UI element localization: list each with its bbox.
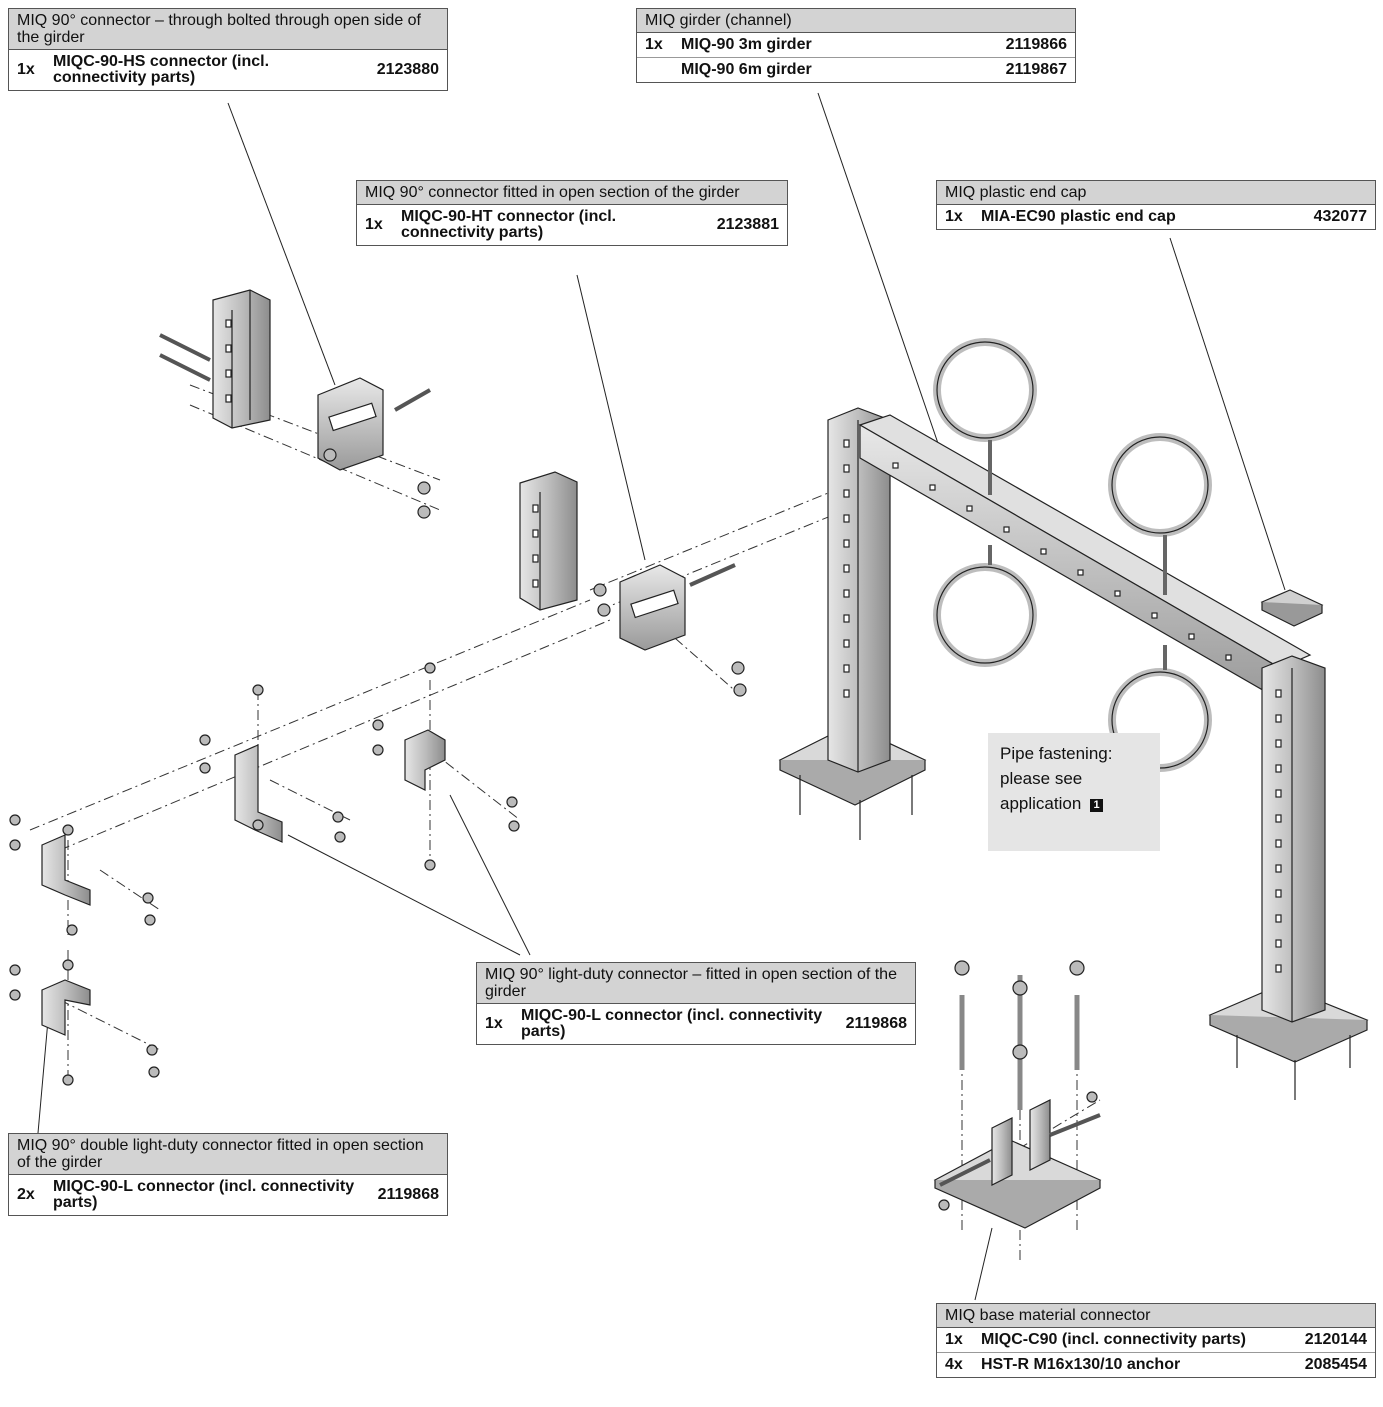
table-row: 2x MIQC-90-L connector (incl. connectivi… <box>9 1175 447 1215</box>
part-number: 2120144 <box>1304 1331 1367 1348</box>
callout-title: MIQ plastic end cap <box>937 181 1375 205</box>
callout-hs-connector: MIQ 90° connector – through bolted throu… <box>8 8 448 91</box>
parts-table: 1x MIQC-90-L connector (incl. connectivi… <box>477 1004 915 1044</box>
table-row: 1x MIA-EC90 plastic end cap 432077 <box>937 205 1375 229</box>
table-row: 1x MIQ-90 3m girder 2119866 <box>637 33 1075 58</box>
callout-title: MIQ base material connector <box>937 1304 1375 1328</box>
application-badge: 1 <box>1090 799 1104 812</box>
quantity: 1x <box>945 1331 963 1348</box>
part-description: MIQC-90-L connector (incl. connectivity … <box>53 1178 355 1211</box>
part-description: MIQC-90-L connector (incl. connectivity … <box>521 1007 823 1040</box>
pipe-clamps <box>933 338 1212 772</box>
callout-title: MIQ 90° connector fitted in open section… <box>357 181 787 205</box>
part-description: MIQC-C90 (incl. connectivity parts) <box>981 1331 1246 1348</box>
part-description: MIQC-90-HT connector (incl. connectivity… <box>401 208 617 241</box>
part-description: MIQ-90 6m girder <box>675 57 937 82</box>
table-row: 1x MIQC-90-HS connector (incl. connectiv… <box>9 50 447 90</box>
callout-title: MIQ 90° double light-duty connector fitt… <box>9 1134 447 1175</box>
callout-title: MIQ girder (channel) <box>637 9 1075 33</box>
part-description: MIQ-90 3m girder <box>681 36 812 53</box>
callout-base-connector: MIQ base material connector 1x MIQC-C90 … <box>936 1303 1376 1378</box>
parts-table: 1x MIA-EC90 plastic end cap 432077 <box>937 205 1375 229</box>
callout-end-cap: MIQ plastic end cap 1x MIA-EC90 plastic … <box>936 180 1376 230</box>
part-number: 2123880 <box>376 61 439 78</box>
part-number: 2119868 <box>845 1015 907 1032</box>
quantity: 1x <box>485 1015 503 1032</box>
table-row: 1x MIQC-90-HT connector (incl. connectiv… <box>357 205 787 245</box>
quantity: 1x <box>645 36 663 53</box>
callout-title: MIQ 90° light-duty connector – fitted in… <box>477 963 915 1004</box>
part-number: 2119868 <box>377 1186 439 1203</box>
table-row: 4x HST-R M16x130/10 anchor 2085454 <box>937 1352 1375 1377</box>
leader-lines <box>37 92 1286 1301</box>
quantity: 1x <box>17 61 35 78</box>
parts-table: 1x MIQC-90-HS connector (incl. connectiv… <box>9 50 447 90</box>
quantity: 2x <box>17 1186 35 1203</box>
part-number: 432077 <box>1313 208 1367 225</box>
part-number: 2123881 <box>716 216 779 233</box>
girder <box>858 414 1312 702</box>
parts-table: 1x MIQ-90 3m girder 2119866 MIQ-90 6m gi… <box>637 33 1075 82</box>
part-description: HST-R M16x130/10 anchor <box>975 1352 1289 1377</box>
table-row: 1x MIQC-90-L connector (incl. connectivi… <box>477 1004 915 1044</box>
table-row: MIQ-90 6m girder 2119867 <box>637 57 1075 82</box>
end-cap-part <box>1260 589 1324 627</box>
light-duty-connector-parts <box>9 662 520 1086</box>
base-connector-parts <box>933 960 1102 1229</box>
part-description: MIA-EC90 plastic end cap <box>981 208 1176 225</box>
callout-title: MIQ 90° connector – through bolted throu… <box>9 9 447 50</box>
part-number: 2119867 <box>936 57 1075 82</box>
callout-double-light-duty-connector: MIQ 90° double light-duty connector fitt… <box>8 1133 448 1216</box>
parts-table: 1x MIQC-90-HT connector (incl. connectiv… <box>357 205 787 245</box>
parts-table: 2x MIQC-90-L connector (incl. connectivi… <box>9 1175 447 1215</box>
quantity: 1x <box>365 216 383 233</box>
ht-connector-parts <box>519 471 747 697</box>
left-column <box>778 407 927 840</box>
table-row: 1x MIQC-C90 (incl. connectivity parts) 2… <box>937 1328 1375 1353</box>
alignment-lines <box>29 384 1101 1260</box>
note-text: Pipe fastening: please see application <box>1000 744 1113 813</box>
pipe-fastening-note: Pipe fastening: please see application 1 <box>988 733 1160 851</box>
right-column <box>1208 655 1369 1100</box>
parts-table: 1x MIQC-C90 (incl. connectivity parts) 2… <box>937 1328 1375 1377</box>
hs-connector-parts <box>159 289 431 519</box>
part-number: 2119866 <box>1005 36 1067 53</box>
part-description: MIQC-90-HS connector (incl. connectivity… <box>53 53 270 86</box>
callout-girder: MIQ girder (channel) 1x MIQ-90 3m girder… <box>636 8 1076 83</box>
part-number: 2085454 <box>1288 1352 1375 1377</box>
callout-light-duty-connector: MIQ 90° light-duty connector – fitted in… <box>476 962 916 1045</box>
quantity: 4x <box>937 1352 975 1377</box>
quantity: 1x <box>945 208 963 225</box>
quantity <box>637 57 675 82</box>
callout-ht-connector: MIQ 90° connector fitted in open section… <box>356 180 788 246</box>
